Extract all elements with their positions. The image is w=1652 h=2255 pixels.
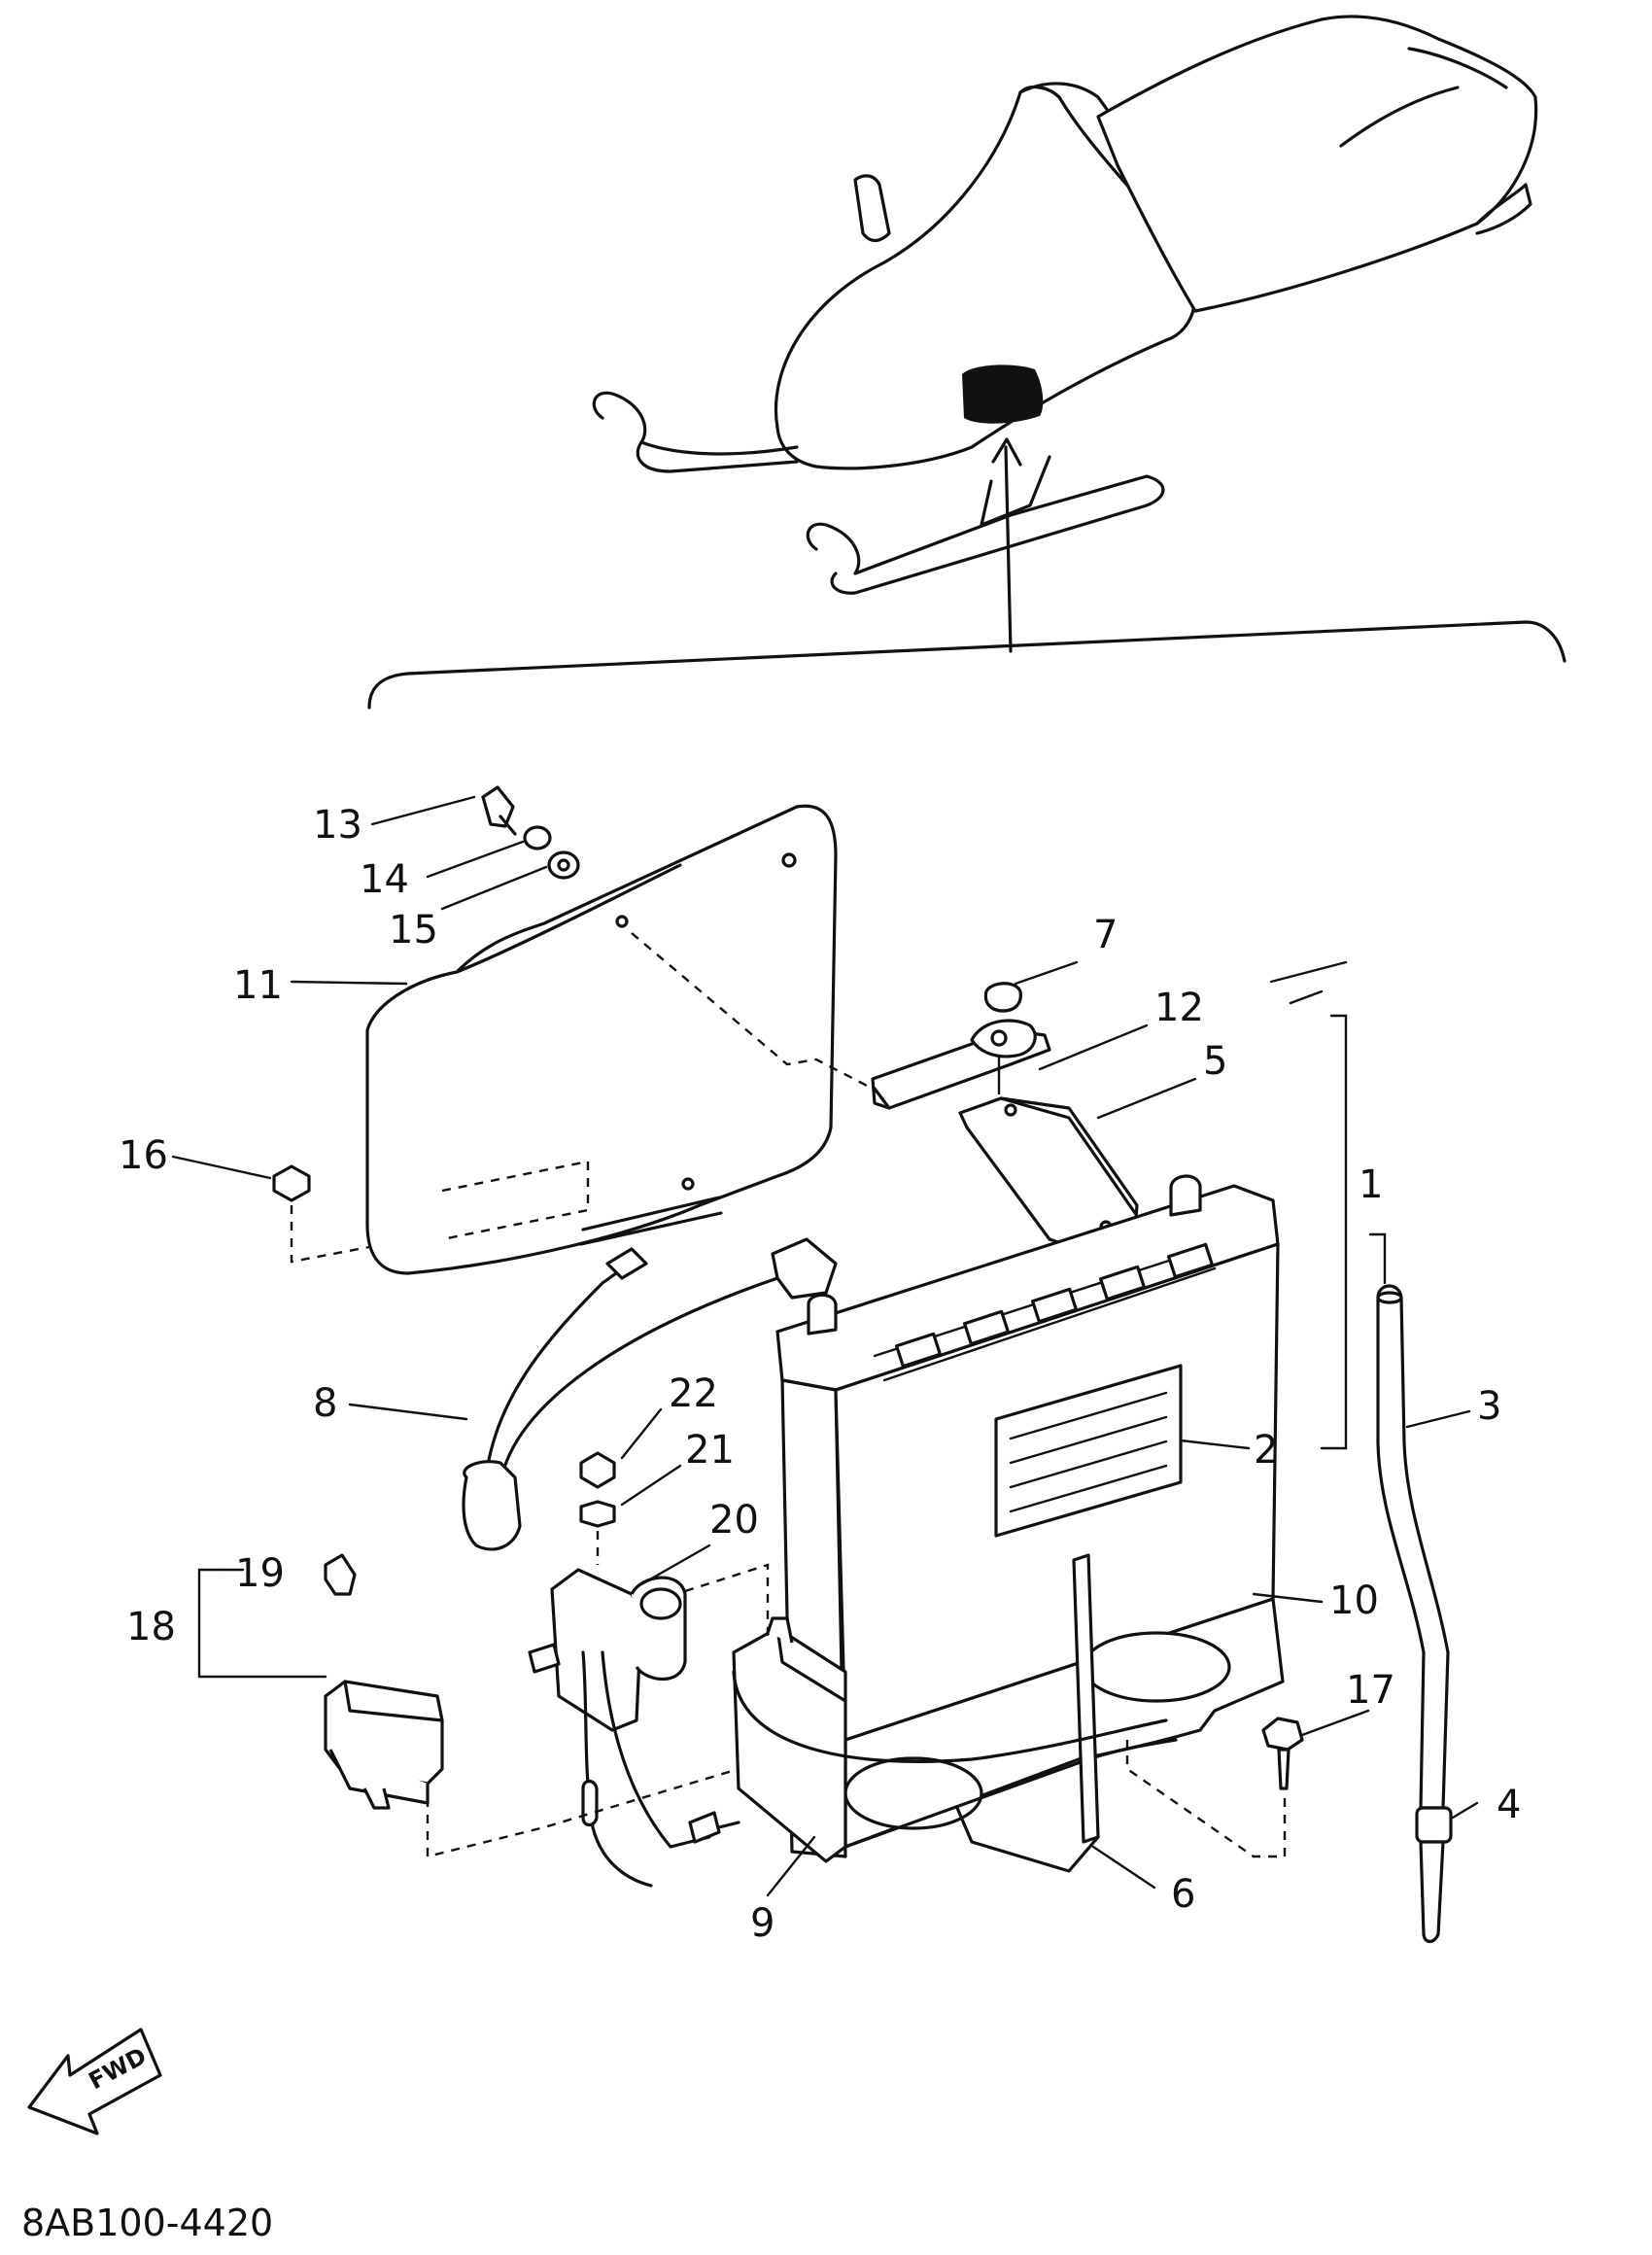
part-8-lead: [462, 1237, 838, 1551]
part-6-band: [732, 1553, 1168, 1873]
snowmobile-overview: [592, 15, 1538, 653]
part-9-box: [732, 1616, 847, 1863]
callout-4: 4: [1497, 1783, 1521, 1827]
callout-18: 18: [126, 1605, 176, 1649]
callout-3: 3: [1477, 1384, 1501, 1429]
callout-2: 2: [1254, 1428, 1278, 1473]
leader-lines: [171, 795, 1479, 1897]
part-17-bolt: [1125, 1717, 1304, 1858]
callout-16: 16: [119, 1133, 168, 1178]
fastener-13-14-15: [481, 785, 580, 880]
callout-8: 8: [313, 1381, 337, 1426]
callout-9: 9: [750, 1901, 774, 1946]
fwd-arrow-icon: FWD: [27, 2028, 162, 2135]
parts-21-22-nuts: [579, 1451, 616, 1565]
callout-20: 20: [709, 1498, 759, 1543]
callouts: 13 14 15 11 16 7 12 5 1 3 2 8 22 21 20 1…: [119, 803, 1521, 1946]
diagram-code: 8AB100-4420: [21, 2202, 273, 2244]
leader-11-12: [631, 932, 874, 1091]
callout-11: 11: [233, 963, 283, 1008]
part-10-tray: [843, 1597, 1285, 1849]
callout-12: 12: [1154, 986, 1204, 1030]
callout-5: 5: [1203, 1039, 1227, 1084]
part-11-battery-cover: [365, 804, 838, 1275]
battery-location-marker: [962, 364, 1044, 424]
part-18-relay: [324, 1680, 740, 1858]
callout-14: 14: [360, 857, 409, 902]
part-16-nut: [272, 1164, 370, 1264]
callout-17: 17: [1346, 1668, 1395, 1713]
callout-13: 13: [313, 803, 362, 848]
section-divider: [367, 620, 1566, 710]
callout-19: 19: [235, 1551, 285, 1596]
callout-10: 10: [1329, 1578, 1379, 1623]
callout-22: 22: [669, 1371, 718, 1416]
part-3-hose: [1376, 1284, 1453, 1944]
callout-21: 21: [685, 1428, 735, 1473]
callout-15: 15: [389, 908, 438, 953]
callout-7: 7: [1093, 913, 1118, 957]
callout-6: 6: [1171, 1872, 1195, 1917]
callout-1: 1: [1359, 1162, 1383, 1207]
part-19-fuse: [324, 1553, 357, 1596]
part-20-relay: [528, 1563, 770, 1888]
part-12-holder: [871, 982, 1051, 1110]
